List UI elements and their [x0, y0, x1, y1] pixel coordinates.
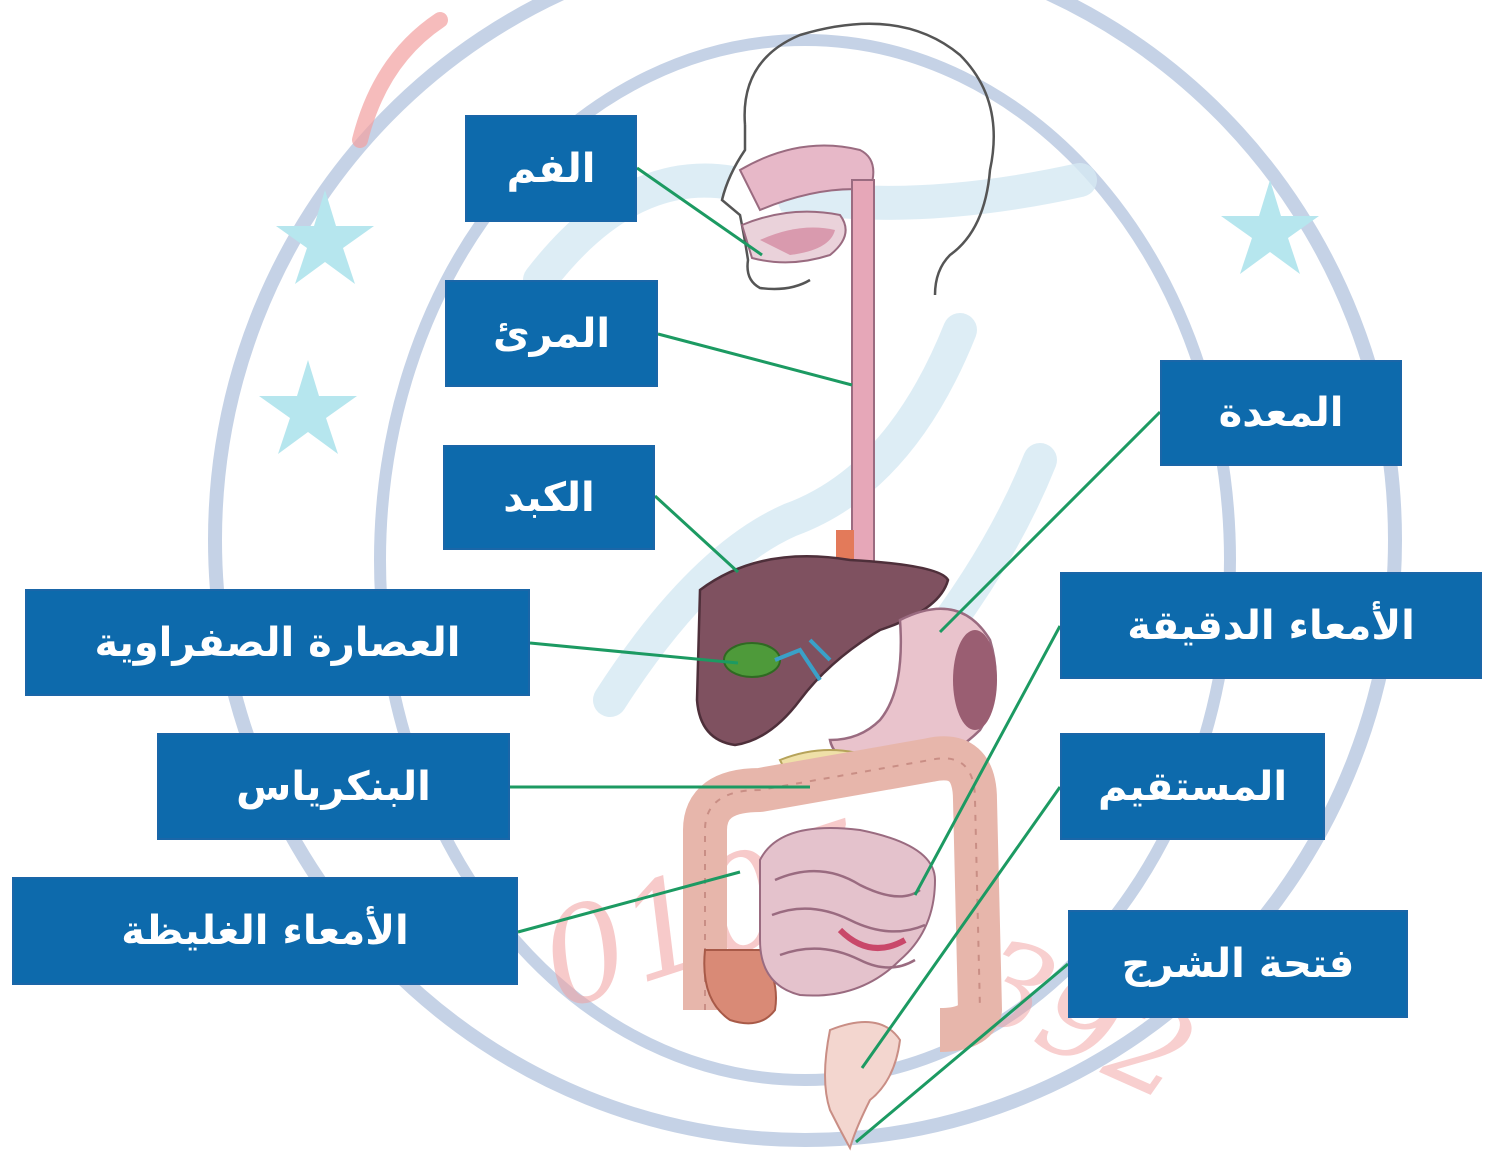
watermark-star-icon	[259, 360, 357, 454]
gallbladder-organ	[724, 643, 780, 677]
label-stomach: المعدة	[1160, 360, 1402, 466]
leader-line-esophagus	[658, 334, 852, 385]
label-pancreas: البنكرياس	[157, 733, 510, 840]
label-esophagus: المرئ	[445, 280, 658, 387]
spleen-organ	[953, 630, 997, 730]
label-rectum: المستقيم	[1060, 733, 1325, 840]
label-liver: الكبد	[443, 445, 655, 550]
label-small-intestine: الأمعاء الدقيقة	[1060, 572, 1482, 679]
leader-line-liver	[655, 496, 738, 572]
label-mouth: الفم	[465, 115, 637, 222]
label-bile: العصارة الصفراوية	[25, 589, 530, 696]
label-anus: فتحة الشرج	[1068, 910, 1408, 1018]
label-large-intestine: الأمعاء الغليظة	[12, 877, 518, 985]
esophagus-organ	[852, 180, 874, 580]
